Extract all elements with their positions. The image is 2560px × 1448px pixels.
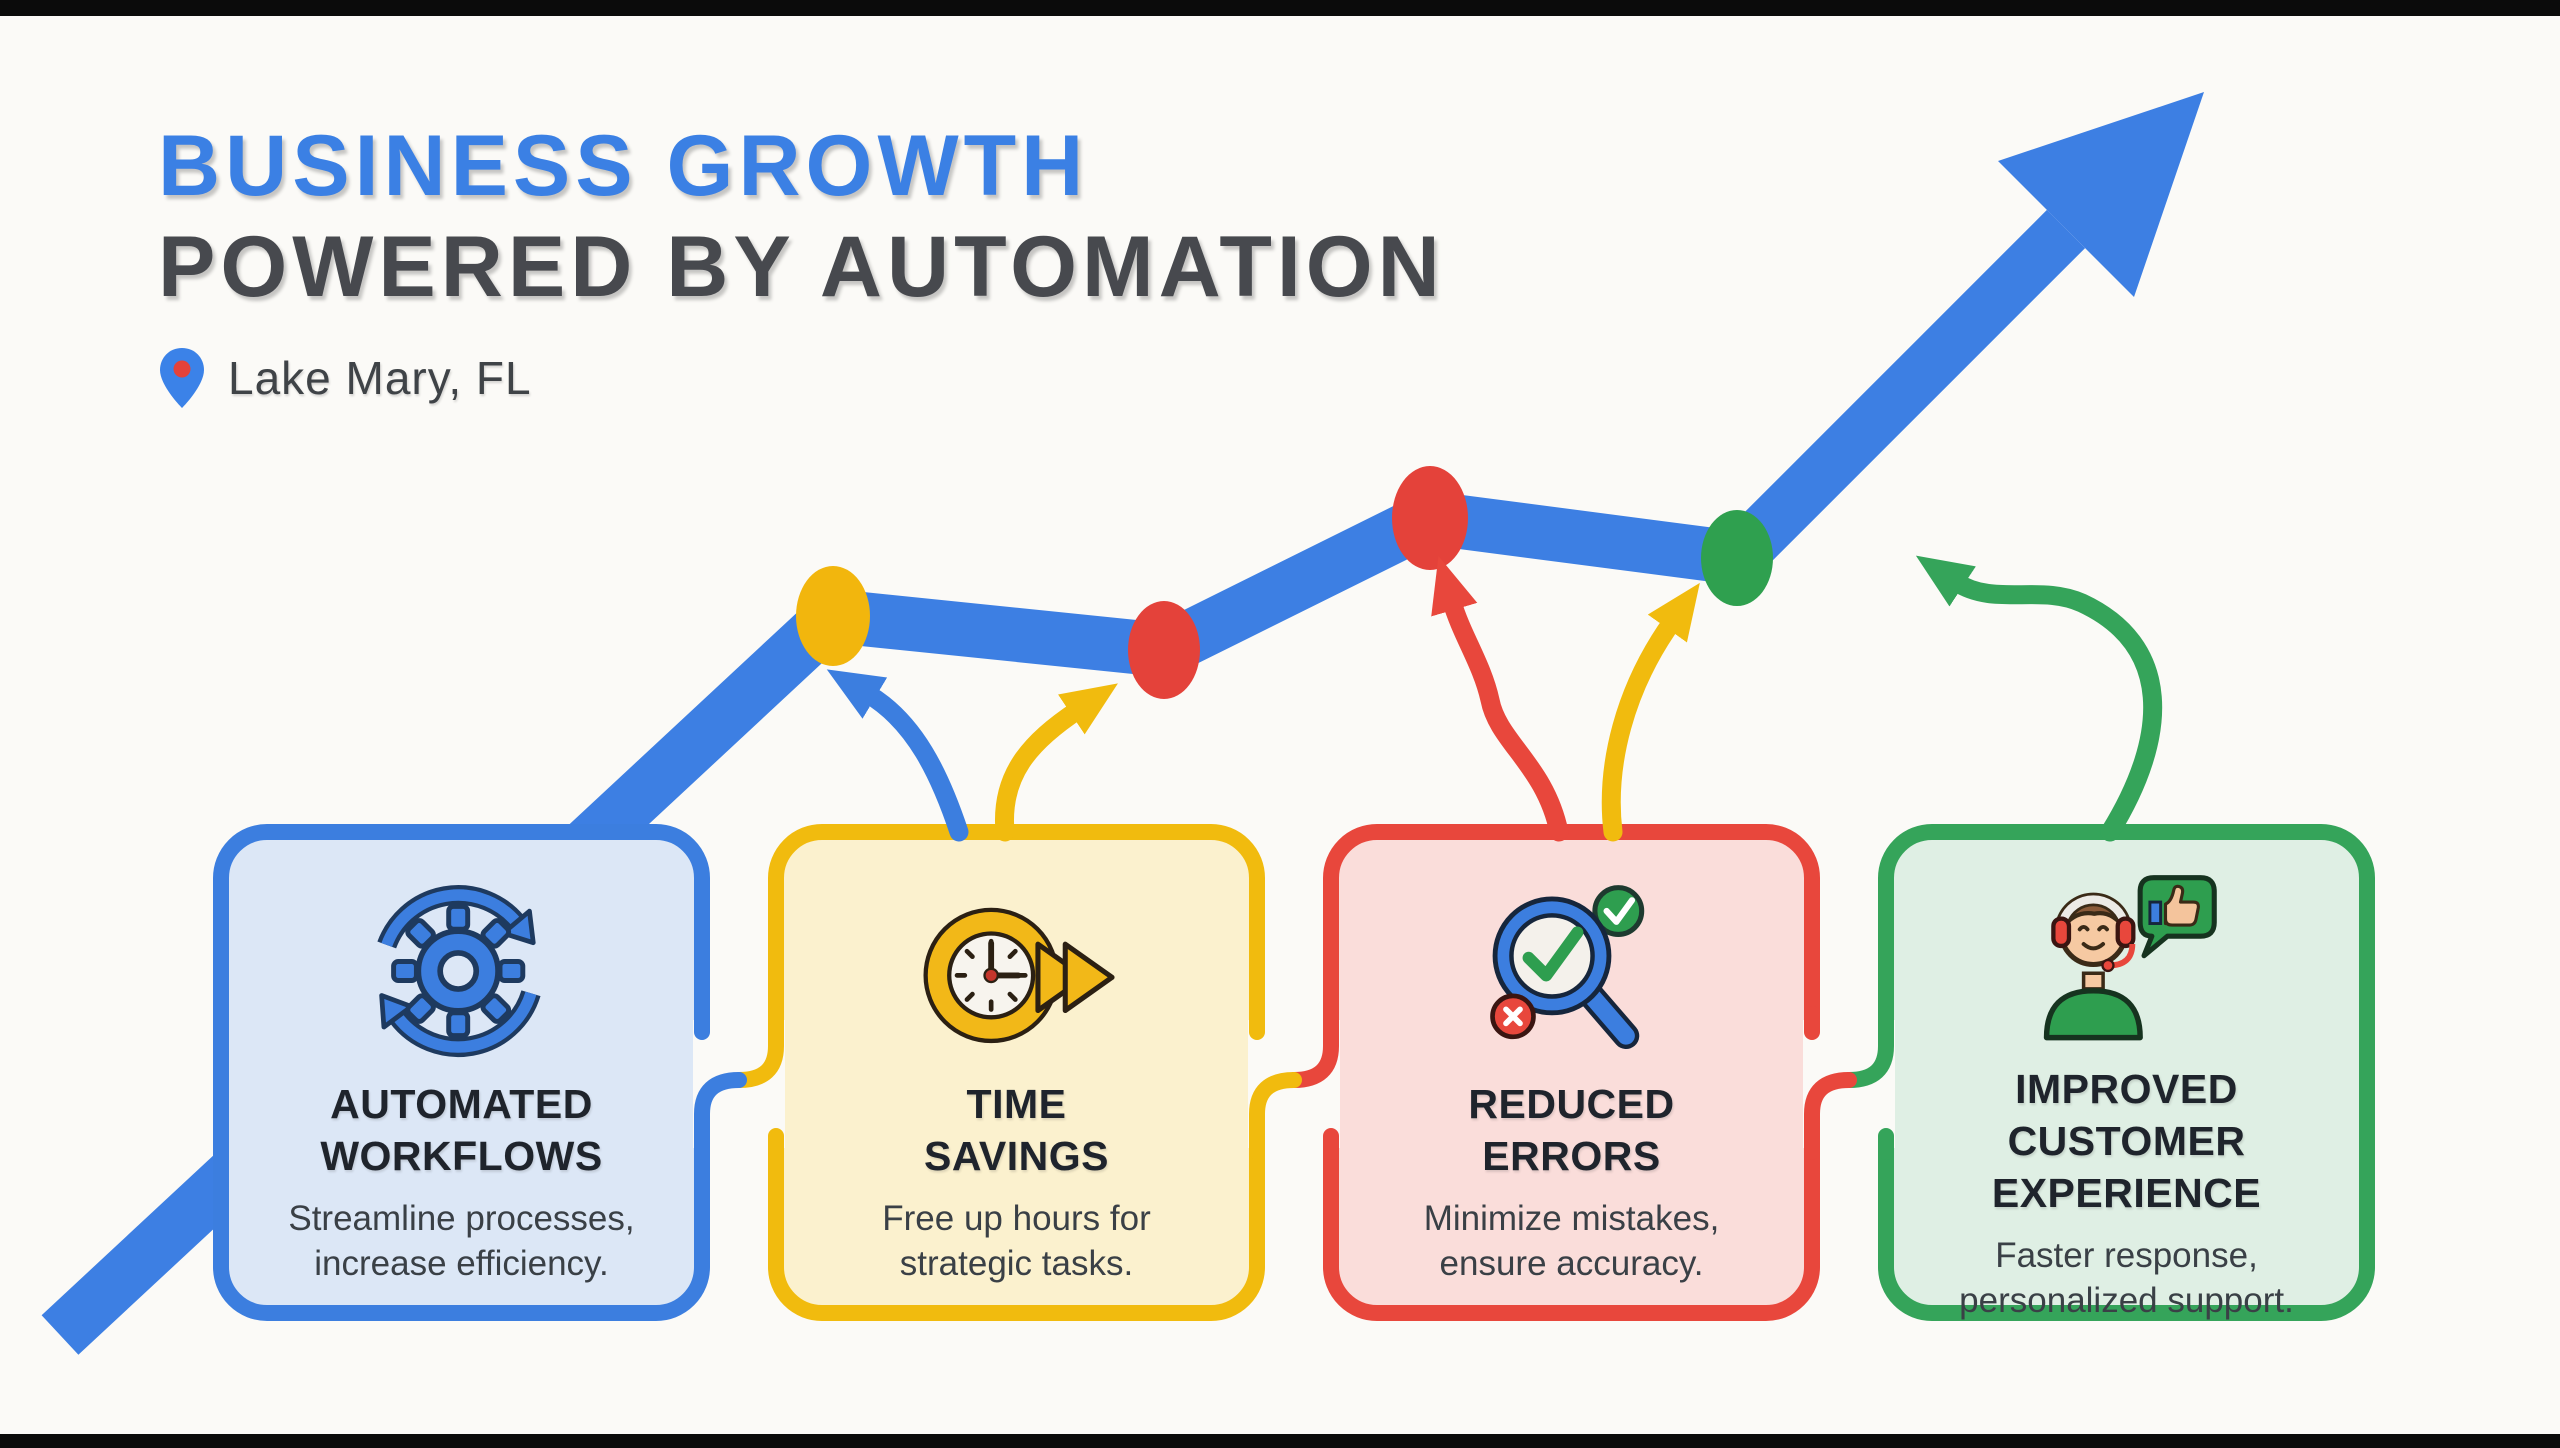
curved-arrow-green xyxy=(1915,555,2163,842)
growth-arrowhead xyxy=(1998,92,2204,297)
page-header: BUSINESS GROWTH POWERED BY AUTOMATION xyxy=(158,116,1445,318)
page-title-line1: BUSINESS GROWTH xyxy=(158,118,1089,214)
trend-node-red-1 xyxy=(1128,601,1200,699)
letterbox-bottom xyxy=(0,1434,2560,1448)
letterbox-top xyxy=(0,0,2560,16)
card-description: Minimize mistakes,ensure accuracy. xyxy=(1423,1199,1720,1283)
card-description: Faster response,personalized support. xyxy=(1959,1236,2294,1320)
trend-node-yellow xyxy=(796,566,870,666)
map-pin-icon xyxy=(160,348,204,408)
card-description: Streamline processes,increase efficiency… xyxy=(288,1199,635,1283)
support-agent-icon xyxy=(2019,866,2234,1061)
clock-fast-forward-icon xyxy=(909,866,1124,1076)
gear-cycle-icon xyxy=(367,866,557,1076)
magnifier-check-icon xyxy=(1474,866,1669,1076)
curved-arrow-yellow-2 xyxy=(1601,582,1700,842)
curved-arrow-yellow-1 xyxy=(994,683,1118,842)
location-label: Lake Mary, FL xyxy=(228,352,532,404)
trend-node-green xyxy=(1701,510,1773,606)
trend-node-red-2 xyxy=(1392,466,1468,570)
curved-arrow-blue xyxy=(826,669,969,842)
page-title-line2: POWERED BY AUTOMATION xyxy=(158,219,1445,315)
location-row: Lake Mary, FL xyxy=(158,346,532,410)
curved-arrow-red xyxy=(1431,555,1569,842)
